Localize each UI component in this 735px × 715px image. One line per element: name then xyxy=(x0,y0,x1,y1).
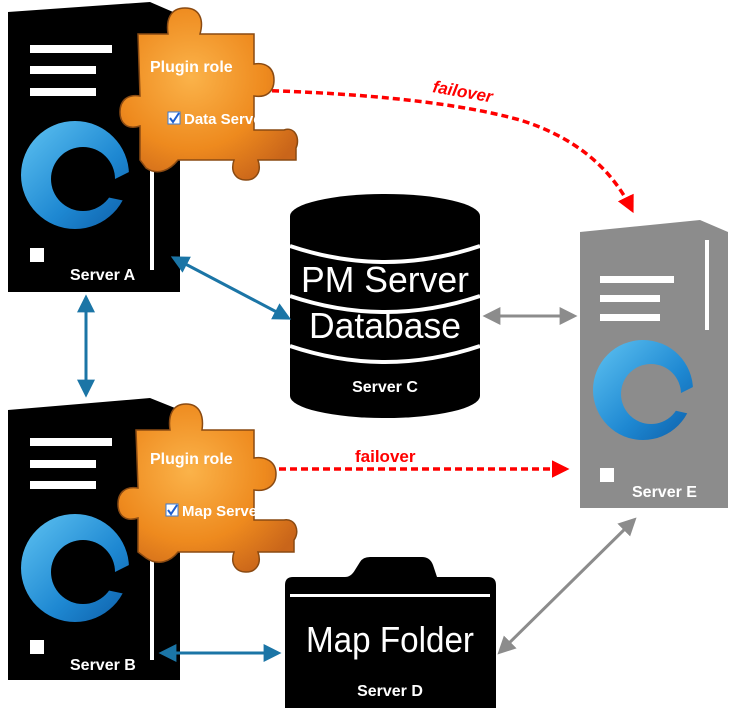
plugin-a-role: Data Server xyxy=(184,111,268,128)
plugin-piece-b: Plugin role Map Server xyxy=(117,403,298,573)
link-d-e xyxy=(497,517,637,655)
checkbox-checked-icon xyxy=(165,503,179,517)
server-b-label: Server B xyxy=(70,657,136,674)
server-c-label: Server C xyxy=(352,379,418,396)
server-a: Server A xyxy=(8,2,180,292)
server-d-label: Server D xyxy=(357,683,423,700)
checkbox-checked-icon xyxy=(167,111,181,125)
app-logo-icon xyxy=(21,121,135,229)
server-c-database: PM Server Database Server C xyxy=(289,194,481,418)
server-a-label: Server A xyxy=(70,267,136,284)
folder-label: Map Folder xyxy=(306,619,474,660)
link-a-c xyxy=(170,256,292,320)
app-logo-icon xyxy=(21,514,135,622)
database-line2: Database xyxy=(309,305,461,346)
app-logo-icon xyxy=(593,340,699,440)
plugin-b-title: Plugin role xyxy=(150,451,233,468)
database-line1: PM Server xyxy=(301,259,469,300)
failover-label-bottom: failover xyxy=(355,447,416,466)
failover-label-top: failover xyxy=(431,77,495,106)
failover-a-e xyxy=(249,88,634,214)
plugin-piece-a: Plugin role Data Server xyxy=(119,7,299,181)
server-e-label: Server E xyxy=(632,484,697,501)
server-e: Server E xyxy=(580,220,728,508)
plugin-b-role: Map Server xyxy=(182,503,263,520)
plugin-a-title: Plugin role xyxy=(150,59,233,76)
server-d-folder: Map Folder Server D xyxy=(285,557,496,708)
